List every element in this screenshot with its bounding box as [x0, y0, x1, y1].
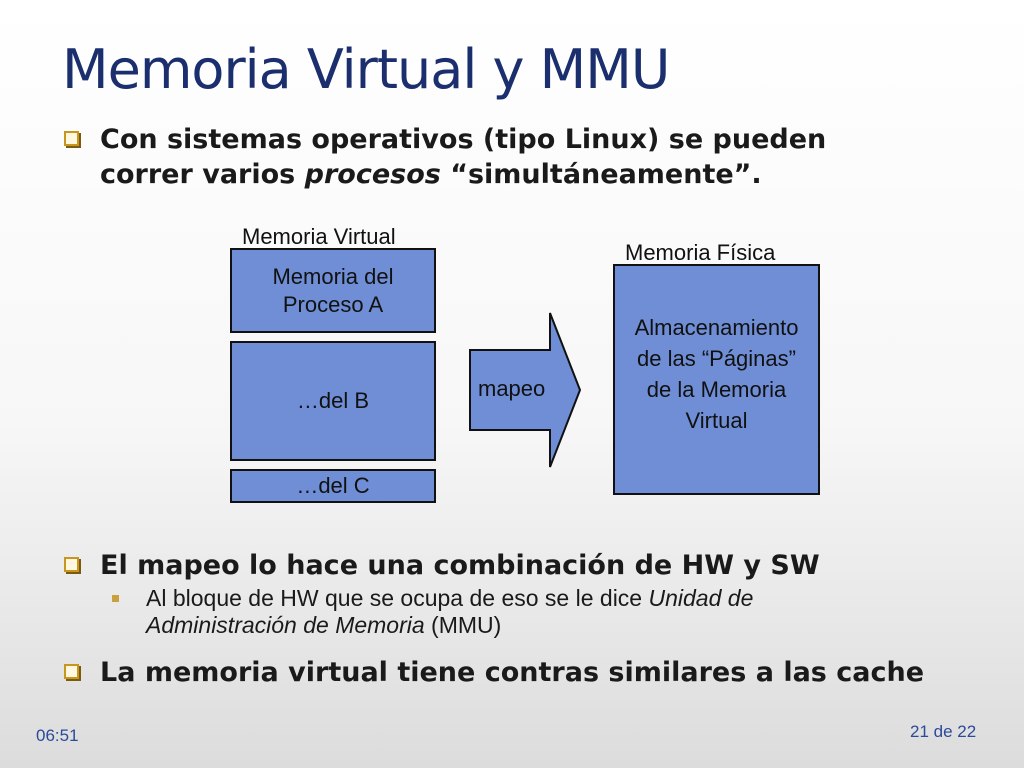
sub-line-1-pre: Al bloque de HW que se ocupa de eso se l… [146, 585, 649, 611]
bullet-1-line-1: Con sistemas operativos (tipo Linux) se … [100, 124, 827, 155]
bullet-1-line-2: correr varios procesos “simultáneamente”… [100, 157, 762, 192]
process-a-line-2: Proceso A [282, 291, 384, 317]
physical-memory-block: Almacenamiento de las “Páginas” de la Me… [613, 264, 820, 495]
physical-line-2: de las “Páginas” [637, 345, 796, 371]
process-a-text: Memoria del Proceso A [272, 263, 393, 319]
mapping-arrow-icon [469, 312, 582, 468]
sub-line-2-post: (MMU) [424, 612, 502, 638]
process-b-text: …del B [296, 388, 370, 413]
physical-line-4: Virtual [685, 407, 748, 433]
sub-line-1-italic: Unidad de [648, 585, 754, 611]
physical-line-3: de la Memoria [646, 376, 787, 402]
physical-memory-text: Almacenamiento de las “Páginas” de la Me… [635, 312, 799, 436]
physical-line-1: Almacenamiento [634, 314, 799, 340]
process-b-block: …del B [230, 341, 436, 461]
mapping-arrow-label: mapeo [478, 376, 546, 401]
bullet-box-icon [64, 664, 79, 679]
footer-page-number: 21 de 22 [910, 722, 977, 741]
process-c-block: …del C [230, 469, 436, 503]
sub-line-2-italic: Administración de Memoria [146, 612, 425, 638]
bullet-box-icon [64, 557, 79, 572]
physical-memory-label: Memoria Física [625, 240, 776, 265]
slide-title: Memoria Virtual y MMU [62, 38, 670, 101]
sub-bullet-line-2: Administración de Memoria (MMU) [146, 612, 501, 639]
virtual-memory-label: Memoria Virtual [242, 224, 396, 249]
process-a-line-1: Memoria del [272, 263, 394, 289]
sub-bullet-line-1: Al bloque de HW que se ocupa de eso se l… [146, 585, 753, 612]
bullet-2-text: El mapeo lo hace una combinación de HW y… [100, 550, 820, 581]
bullet-3-text: La memoria virtual tiene contras similar… [100, 657, 925, 688]
process-c-text: …del C [296, 473, 370, 498]
bullet-box-icon [64, 131, 79, 146]
process-a-block: Memoria del Proceso A [230, 248, 436, 333]
footer-time: 06:51 [36, 726, 79, 745]
square-bullet-icon [112, 595, 119, 602]
bullet-1-line-2-italic: procesos [304, 159, 441, 190]
bullet-1-line-2-pre: correr varios [100, 159, 305, 190]
bullet-1-line-2-post: “simultáneamente”. [440, 159, 762, 190]
